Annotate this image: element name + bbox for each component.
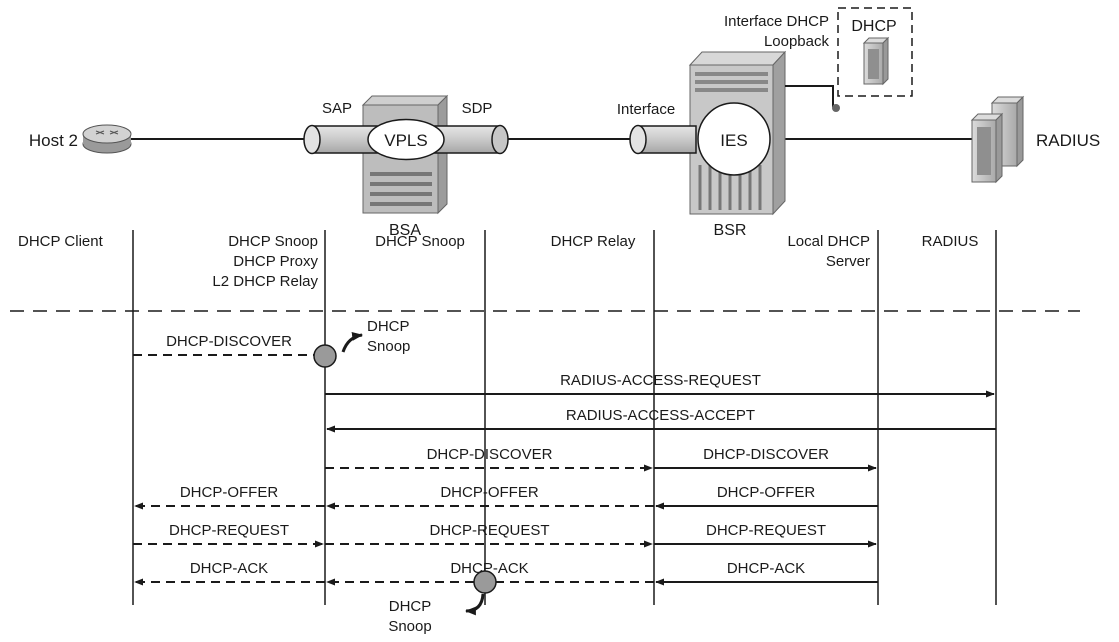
ies-label: IES bbox=[720, 131, 747, 150]
loopback-link bbox=[785, 86, 833, 107]
bsr-label: BSR bbox=[714, 222, 747, 239]
message-label: DHCP-REQUEST bbox=[429, 522, 549, 539]
snoop-note-top-line1: DHCP bbox=[367, 318, 410, 335]
role-label: DHCP Client bbox=[18, 233, 104, 250]
sdp-label: SDP bbox=[462, 100, 493, 117]
role-label: DHCP Relay bbox=[551, 233, 636, 250]
message-label: DHCP-OFFER bbox=[440, 484, 538, 501]
snoop-indicator-bottom bbox=[466, 571, 496, 611]
message-label: DHCP-OFFER bbox=[717, 484, 815, 501]
message-label: DHCP-DISCOVER bbox=[703, 446, 829, 463]
dhcp-server-icon bbox=[864, 38, 888, 84]
message-label: DHCP-DISCOVER bbox=[427, 446, 553, 463]
router-icon bbox=[83, 125, 131, 153]
sap-label: SAP bbox=[322, 100, 352, 117]
interface-label: Interface bbox=[617, 101, 675, 118]
role-label: L2 DHCP Relay bbox=[212, 273, 318, 290]
role-label: DHCP Proxy bbox=[233, 253, 318, 270]
loopback-label: Loopback bbox=[764, 33, 830, 50]
role-label: DHCP Snoop bbox=[375, 233, 465, 250]
loopback-connector bbox=[832, 104, 840, 112]
host-label: Host 2 bbox=[29, 131, 78, 150]
message-label: RADIUS-ACCESS-REQUEST bbox=[560, 372, 761, 389]
vpls-label: VPLS bbox=[384, 131, 427, 150]
snoop-indicator-top bbox=[314, 335, 362, 367]
interface-dhcp-label: Interface DHCP bbox=[724, 13, 829, 30]
dhcp-box-label: DHCP bbox=[851, 18, 896, 35]
message-label: DHCP-DISCOVER bbox=[166, 333, 292, 350]
message-label: RADIUS-ACCESS-ACCEPT bbox=[566, 407, 755, 424]
radius-label: RADIUS bbox=[1036, 131, 1100, 150]
message-label: DHCP-REQUEST bbox=[169, 522, 289, 539]
snoop-note-bottom-line1: DHCP bbox=[389, 598, 432, 615]
role-label: Local DHCP bbox=[787, 233, 870, 250]
role-label: RADIUS bbox=[922, 233, 979, 250]
message-label: DHCP-REQUEST bbox=[706, 522, 826, 539]
role-label: DHCP Snoop bbox=[228, 233, 318, 250]
role-label: Server bbox=[826, 253, 870, 270]
message-label: DHCP-OFFER bbox=[180, 484, 278, 501]
snoop-note-bottom-line2: Snoop bbox=[388, 618, 431, 635]
radius-server-icon bbox=[972, 97, 1023, 182]
message-label: DHCP-ACK bbox=[190, 560, 268, 577]
message-label: DHCP-ACK bbox=[727, 560, 805, 577]
snoop-note-top-line2: Snoop bbox=[367, 338, 410, 355]
